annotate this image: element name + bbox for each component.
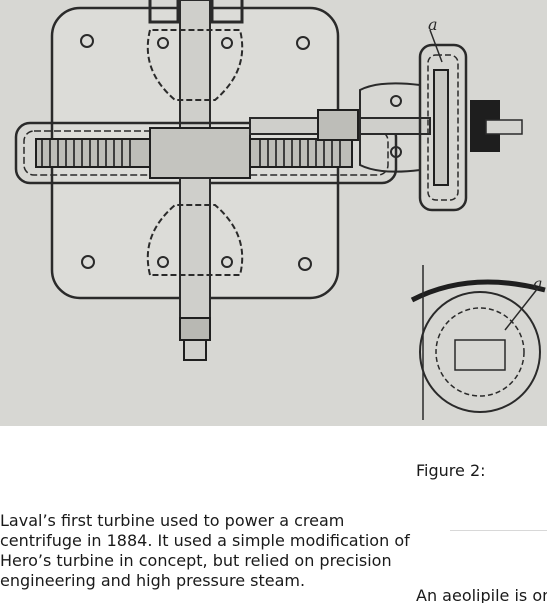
label-a-top: a (428, 15, 438, 34)
divider-rule (450, 530, 547, 531)
turbine-drawing-image: a a (0, 0, 547, 426)
body-paragraph: Laval’s first turbine used to power a cr… (0, 511, 410, 590)
label-a-inset: a (533, 274, 543, 293)
side-column-text: An aeolipile is on (416, 586, 547, 603)
figure-caption: Figure 2: (416, 461, 486, 480)
